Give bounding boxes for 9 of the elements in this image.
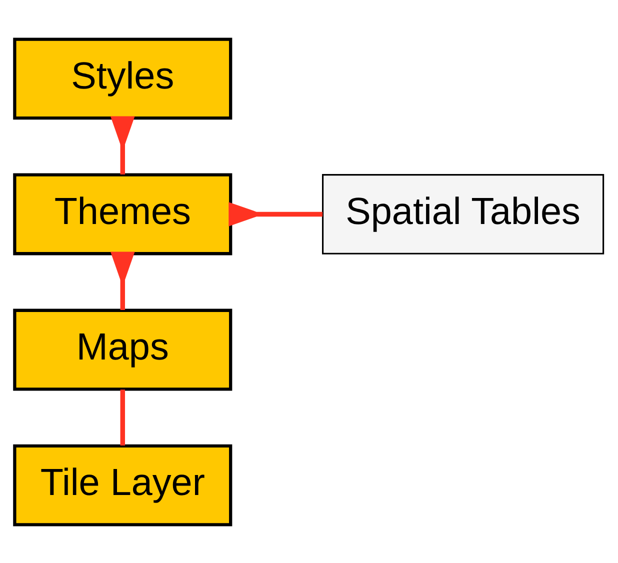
connector (228, 202, 323, 226)
connector (120, 389, 125, 446)
node-box: Spatial Tables (322, 174, 604, 254)
node-box: Maps (13, 308, 232, 390)
node-box: Styles (13, 37, 232, 120)
connector (110, 251, 135, 310)
connector (110, 116, 135, 174)
node-box: Themes (13, 172, 232, 255)
node-box: Tile Layer (13, 444, 232, 526)
